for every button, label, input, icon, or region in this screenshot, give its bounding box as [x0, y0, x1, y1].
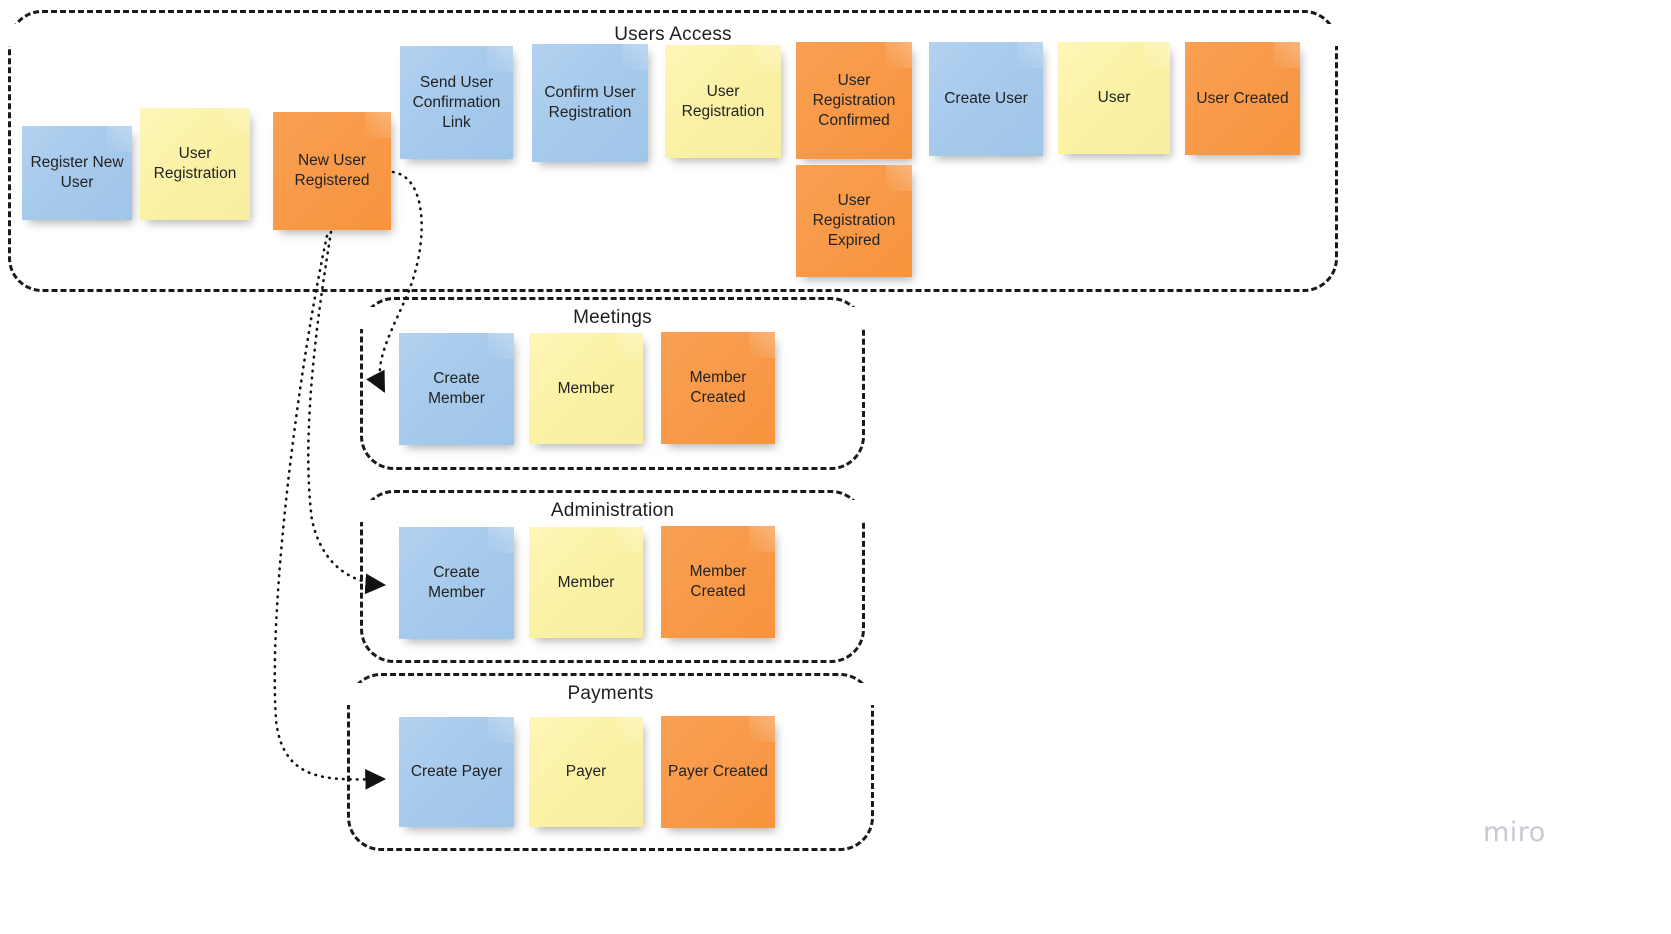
sticky-note[interactable]: Member Created	[661, 332, 775, 444]
sticky-note-label: Payer Created	[668, 763, 768, 780]
group-title-administration: Administration	[360, 500, 865, 522]
group-title-payments: Payments	[347, 683, 874, 705]
sticky-note-label: Register New User	[30, 154, 124, 191]
sticky-note-label: Confirm User Registration	[544, 84, 636, 121]
sticky-note[interactable]: Confirm User Registration	[532, 44, 648, 162]
sticky-note-label: Create User	[944, 90, 1028, 107]
sticky-note-label: Member Created	[689, 563, 747, 600]
sticky-note[interactable]: Create Payer	[399, 717, 514, 827]
group-title-label: Payments	[555, 683, 666, 704]
sticky-note[interactable]: User	[1058, 42, 1170, 154]
sticky-note[interactable]: User Registration Confirmed	[796, 42, 912, 159]
group-users-access[interactable]	[8, 10, 1338, 292]
miro-watermark: miro	[1483, 817, 1546, 848]
sticky-note-label: Member	[557, 573, 615, 591]
sticky-note[interactable]: User Registration Expired	[796, 165, 912, 277]
sticky-note[interactable]: New User Registered	[273, 112, 391, 230]
sticky-note-label: User Registration Confirmed	[812, 71, 896, 129]
group-title-label: Users Access	[602, 24, 744, 45]
sticky-note[interactable]: User Registration	[140, 108, 250, 220]
sticky-note[interactable]: Register New User	[22, 126, 132, 220]
sticky-note-label: User Registration Expired	[812, 192, 896, 249]
sticky-note-label: Create Payer	[410, 763, 503, 780]
sticky-note[interactable]: Member Created	[661, 526, 775, 638]
sticky-note[interactable]: Member	[529, 527, 643, 638]
group-title-users-access: Users Access	[8, 24, 1338, 46]
sticky-note-label: User	[1097, 89, 1131, 106]
sticky-note-label: New User Registered	[294, 152, 370, 189]
sticky-note[interactable]: Create Member	[399, 527, 514, 639]
sticky-note[interactable]: User Registration	[665, 45, 781, 158]
sticky-note[interactable]: Payer	[529, 717, 643, 827]
group-title-meetings: Meetings	[360, 307, 865, 329]
group-title-label: Meetings	[561, 307, 664, 328]
sticky-note-label: Create Member	[428, 564, 485, 601]
sticky-note-label: Send User Confirmation Link	[412, 73, 501, 131]
sticky-note-label: Member	[557, 379, 615, 397]
sticky-note-label: Create Member	[428, 370, 485, 407]
sticky-note-label: User Created	[1196, 89, 1289, 107]
sticky-note[interactable]: Send User Confirmation Link	[400, 46, 513, 159]
sticky-note[interactable]: Create Member	[399, 333, 514, 445]
sticky-note[interactable]: Payer Created	[661, 716, 775, 828]
group-title-label: Administration	[538, 500, 687, 521]
sticky-note-label: User Registration	[681, 82, 765, 120]
sticky-note-label: User Registration	[153, 145, 237, 182]
sticky-note[interactable]: Create User	[929, 42, 1043, 156]
sticky-note[interactable]: Member	[529, 333, 643, 444]
sticky-note-label: Payer	[565, 763, 607, 780]
sticky-note-label: Member Created	[689, 369, 747, 406]
sticky-note[interactable]: User Created	[1185, 42, 1300, 155]
